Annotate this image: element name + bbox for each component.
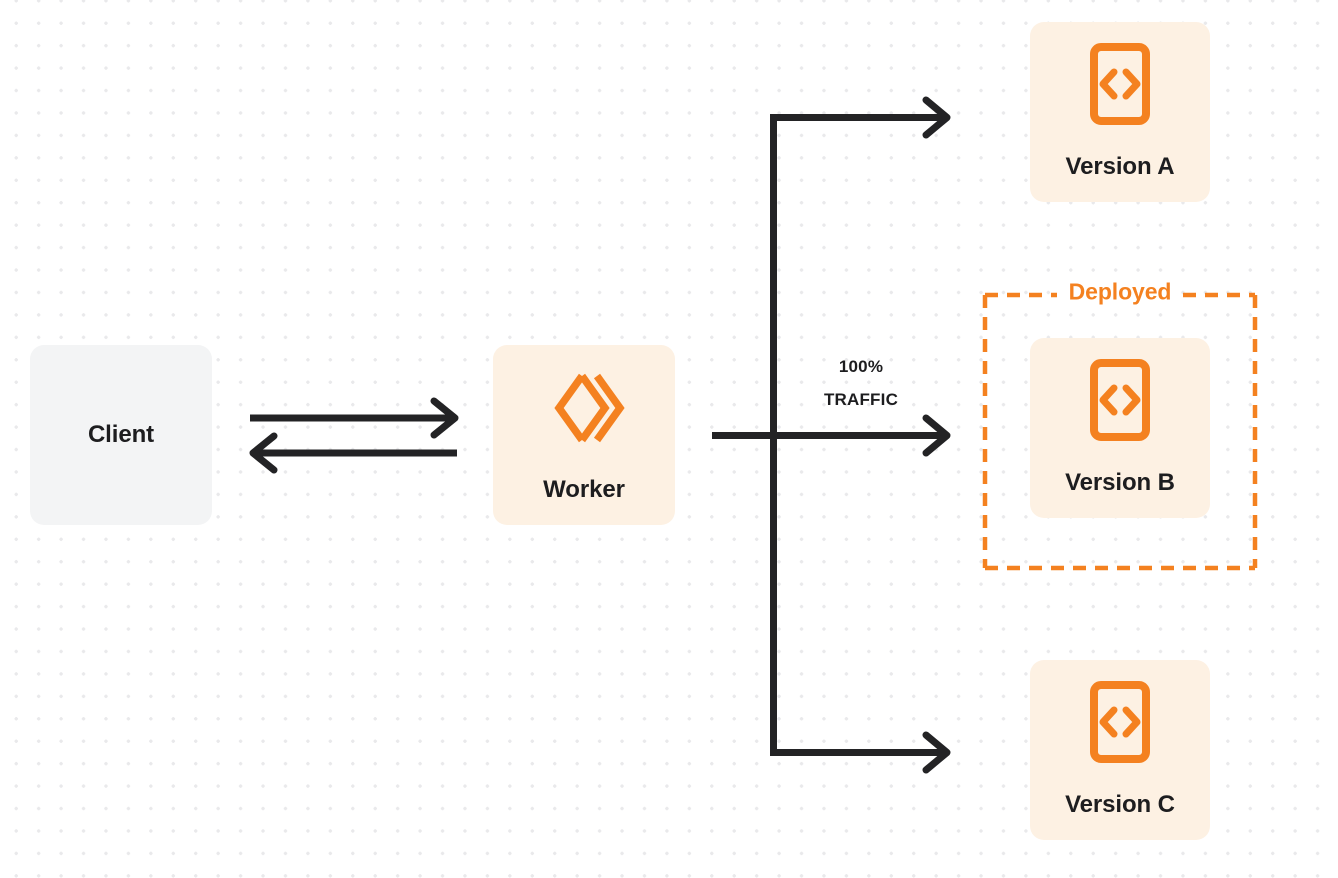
code-file-icon: [1089, 681, 1151, 763]
node-version-a[interactable]: Version A: [1030, 22, 1210, 202]
node-worker-label: Worker: [543, 476, 625, 503]
node-version-c[interactable]: Version C: [1030, 660, 1210, 840]
deployed-dashed-border: [982, 292, 1258, 571]
traffic-percent: 100%: [838, 357, 884, 376]
node-version-b-label: Version B: [1065, 469, 1175, 496]
node-version-b[interactable]: Version B: [1030, 338, 1210, 518]
edge-worker-to-client: [249, 432, 457, 474]
edge-worker-to-version-c: [770, 731, 951, 774]
traffic-label: 100% TRAFFIC: [790, 350, 932, 416]
deployed-group-frame: Deployed: [982, 278, 1258, 571]
edge-client-to-worker: [250, 397, 459, 439]
deployed-group-label: Deployed: [1059, 278, 1181, 306]
edge-worker-to-version-b: [712, 414, 951, 457]
code-file-icon: [1089, 43, 1151, 125]
node-worker[interactable]: Worker: [493, 345, 675, 525]
traffic-caption: TRAFFIC: [823, 390, 899, 410]
node-client-label: Client: [87, 421, 155, 448]
cloudflare-workers-logo-icon: [542, 366, 626, 450]
edge-worker-to-version-a: [770, 96, 951, 139]
node-version-a-label: Version A: [1065, 153, 1175, 180]
code-file-icon: [1089, 359, 1151, 441]
node-client[interactable]: Client: [30, 345, 212, 525]
node-version-c-label: Version C: [1065, 791, 1175, 818]
